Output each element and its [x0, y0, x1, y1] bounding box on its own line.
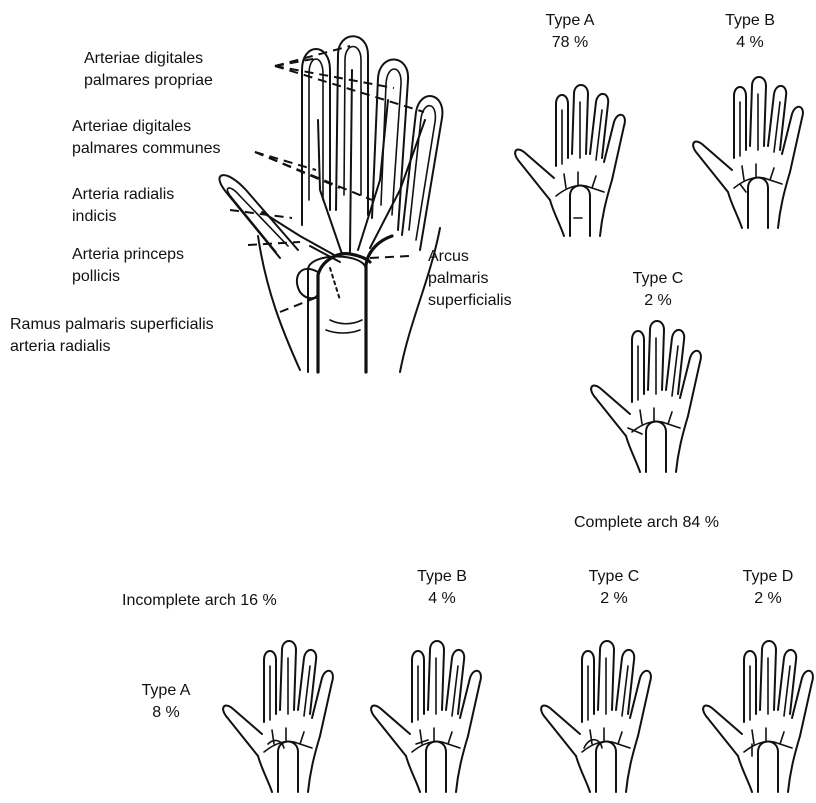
hand-incomplete-type-d	[704, 644, 816, 794]
label-ramus-palmaris-line2: arteria radialis	[10, 336, 214, 358]
incomplete-arch-heading: Incomplete arch 16 %	[122, 590, 277, 612]
label-ramus-palmaris: Ramus palmaris superficialis arteria rad…	[10, 314, 214, 358]
label-digitales-communes: Arteriae digitales palmares communes	[72, 116, 221, 160]
hand-complete-type-b	[694, 80, 806, 230]
hand-incomplete-type-b	[372, 644, 484, 794]
main-hand-outline	[219, 36, 442, 372]
hand-complete-type-c	[592, 324, 704, 474]
complete-type-b-name: Type B	[710, 10, 790, 32]
complete-type-a-name: Type A	[530, 10, 610, 32]
incomplete-type-c-name: Type C	[574, 566, 654, 588]
incomplete-type-a-name: Type A	[126, 680, 206, 702]
incomplete-type-b-pct: 4 %	[402, 588, 482, 610]
label-princeps-pollicis-line1: Arteria princeps	[72, 244, 184, 266]
complete-type-b-label: Type B 4 %	[710, 10, 790, 54]
hand-complete-type-a	[516, 88, 628, 238]
label-digitales-propriae-line2: palmares propriae	[84, 70, 213, 92]
incomplete-type-c-pct: 2 %	[574, 588, 654, 610]
complete-type-c-pct: 2 %	[618, 290, 698, 312]
label-princeps-pollicis-line2: pollicis	[72, 266, 184, 288]
label-arcus-palmaris-line3: superficialis	[428, 290, 512, 312]
label-digitales-communes-line1: Arteriae digitales	[72, 116, 221, 138]
complete-type-a-pct: 78 %	[530, 32, 610, 54]
complete-type-c-name: Type C	[618, 268, 698, 290]
complete-type-c-label: Type C 2 %	[618, 268, 698, 312]
incomplete-type-d-name: Type D	[728, 566, 808, 588]
label-radialis-indicis-line1: Arteria radialis	[72, 184, 174, 206]
label-digitales-communes-line2: palmares communes	[72, 138, 221, 160]
label-arcus-palmaris: Arcus palmaris superficialis	[428, 246, 512, 312]
hand-incomplete-type-a	[224, 644, 336, 794]
incomplete-type-d-label: Type D 2 %	[728, 566, 808, 610]
incomplete-type-c-label: Type C 2 %	[574, 566, 654, 610]
complete-type-b-pct: 4 %	[710, 32, 790, 54]
label-radialis-indicis: Arteria radialis indicis	[72, 184, 174, 228]
incomplete-type-d-pct: 2 %	[728, 588, 808, 610]
label-ramus-palmaris-line1: Ramus palmaris superficialis	[10, 314, 214, 336]
complete-arch-heading: Complete arch 84 %	[574, 512, 719, 534]
incomplete-type-b-label: Type B 4 %	[402, 566, 482, 610]
label-arcus-palmaris-line1: Arcus	[428, 246, 512, 268]
label-arcus-palmaris-line2: palmaris	[428, 268, 512, 290]
label-radialis-indicis-line2: indicis	[72, 206, 174, 228]
label-princeps-pollicis: Arteria princeps pollicis	[72, 244, 184, 288]
incomplete-type-b-name: Type B	[402, 566, 482, 588]
incomplete-type-a-label: Type A 8 %	[126, 680, 206, 724]
complete-type-a-label: Type A 78 %	[530, 10, 610, 54]
hand-incomplete-type-c	[542, 644, 654, 794]
incomplete-type-a-pct: 8 %	[126, 702, 206, 724]
label-digitales-propriae: Arteriae digitales palmares propriae	[84, 48, 213, 92]
main-hand-arteries	[262, 70, 425, 372]
label-digitales-propriae-line1: Arteriae digitales	[84, 48, 213, 70]
